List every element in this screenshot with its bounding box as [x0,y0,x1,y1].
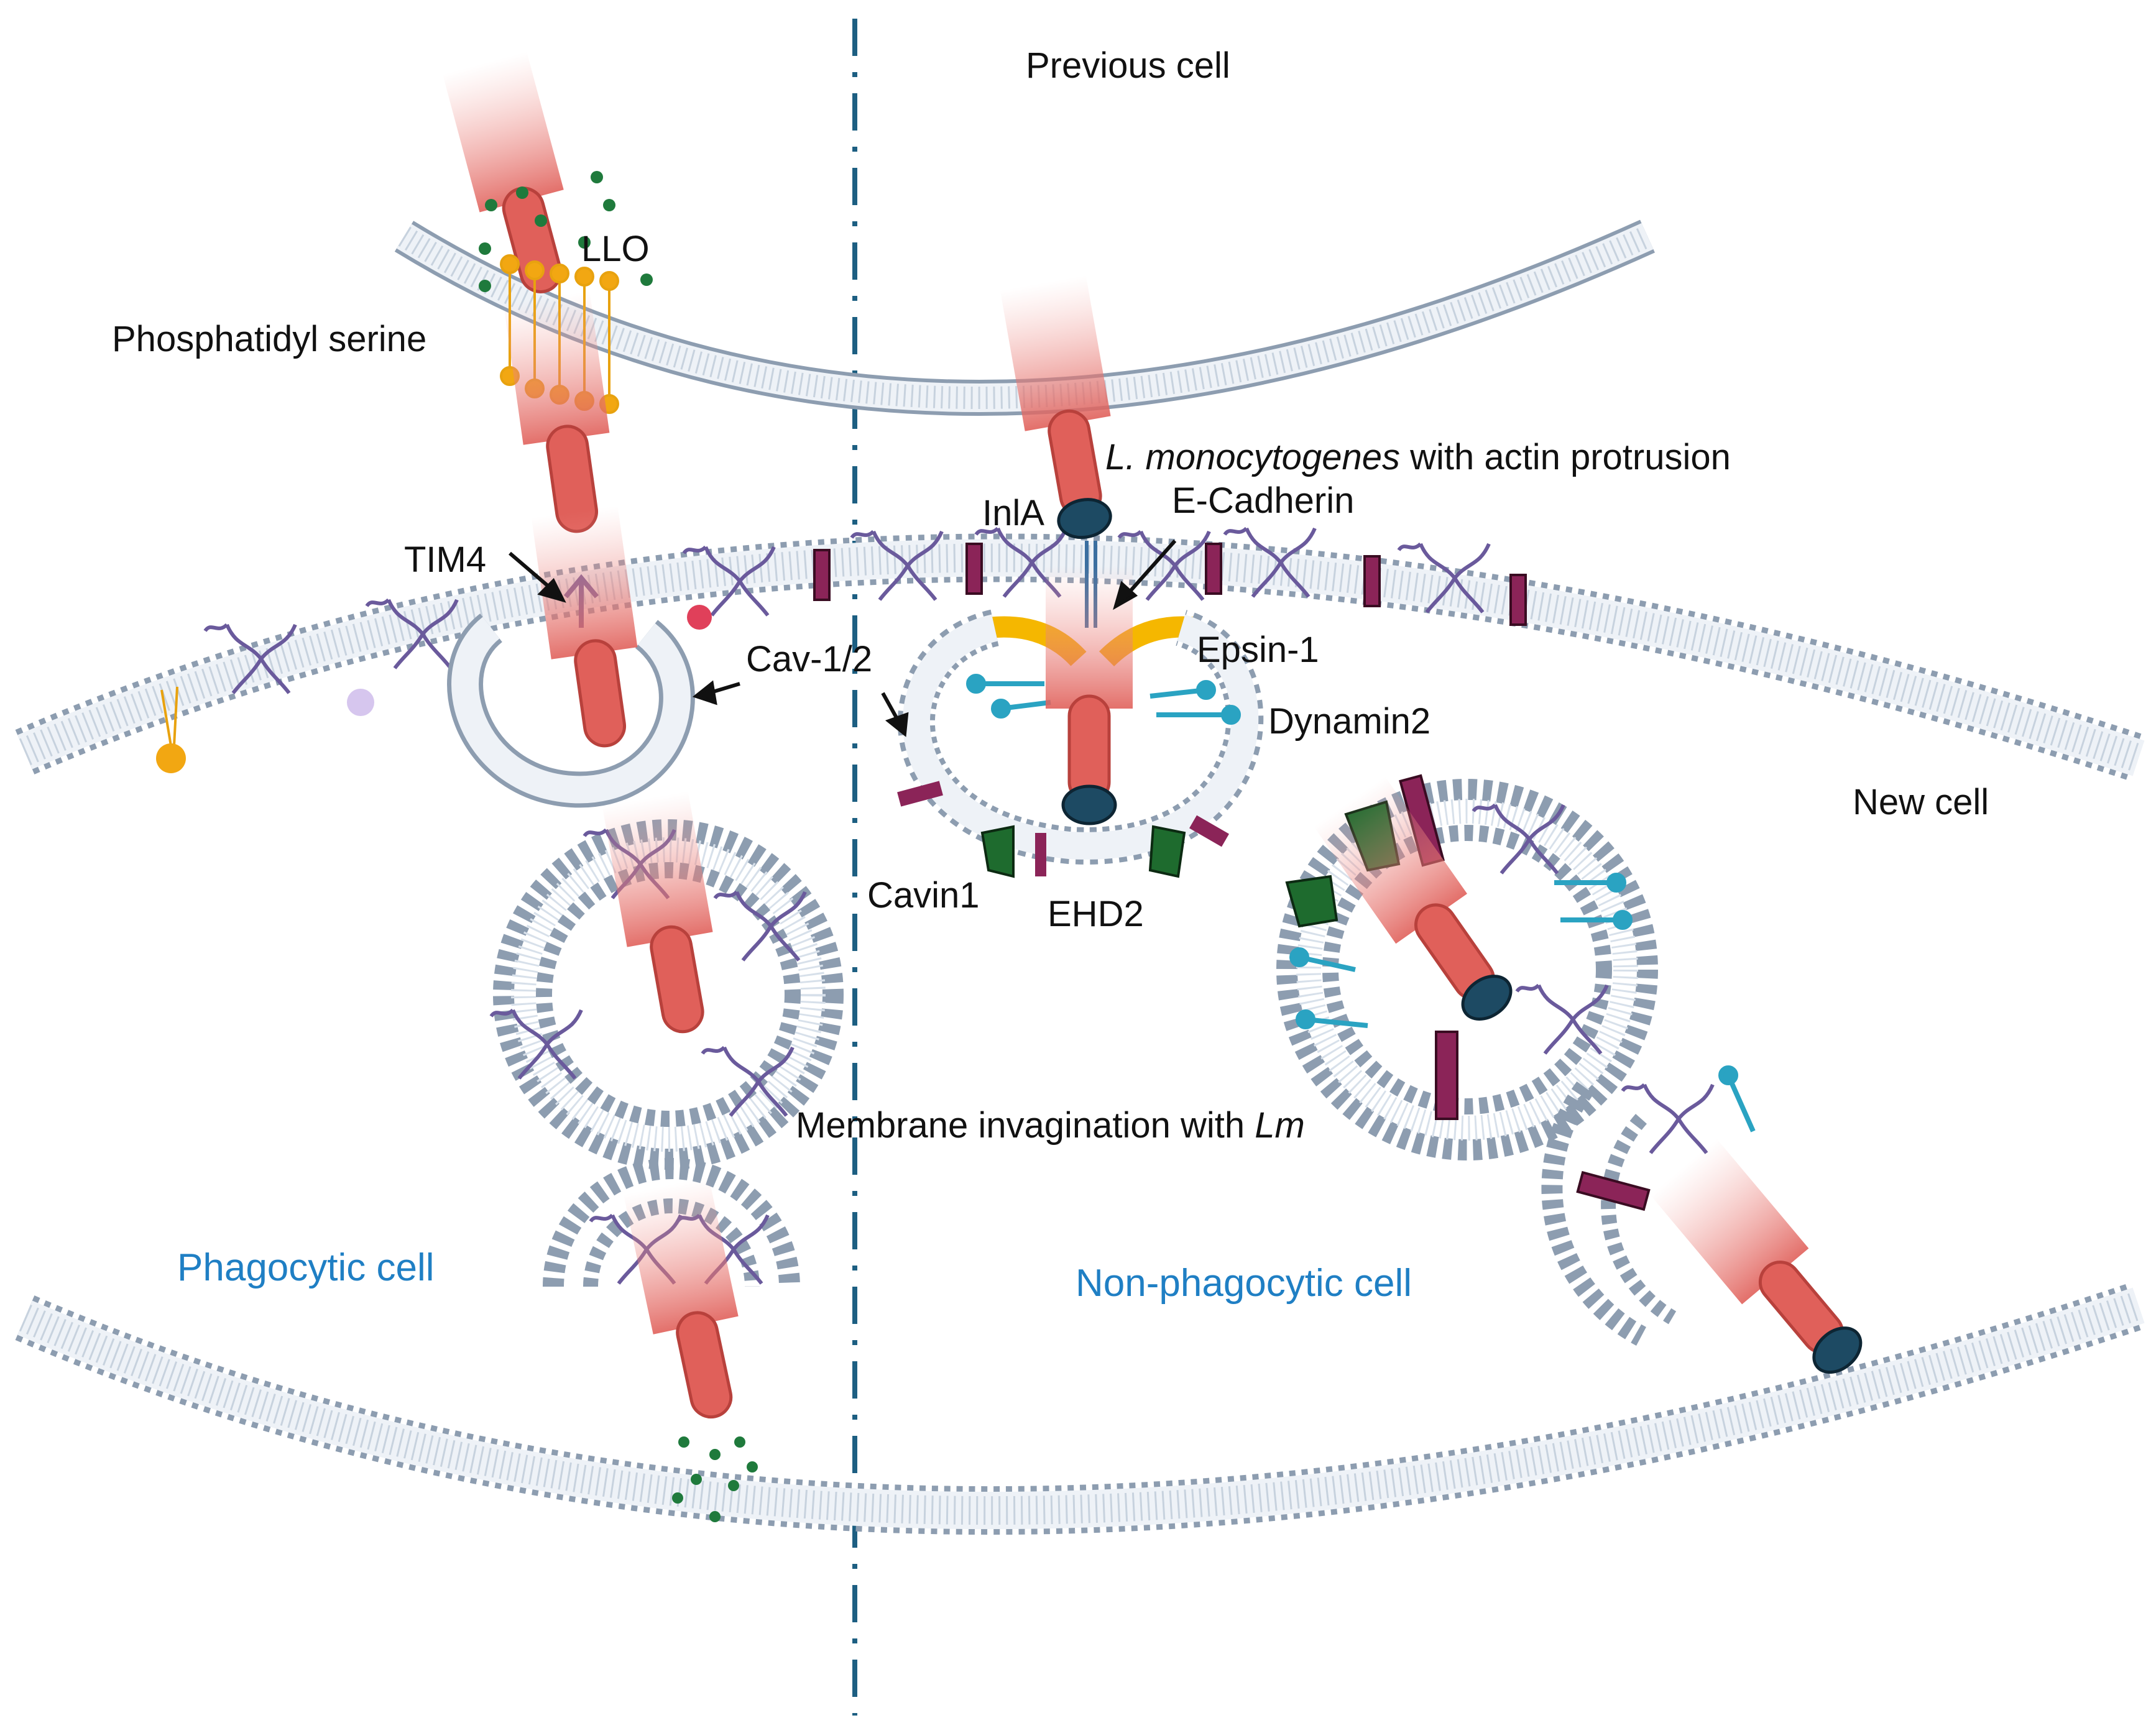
label-new-cell: New cell [1853,782,1989,822]
label-phosphatidyl-serine: Phosphatidyl serine [112,319,426,359]
dynamin-dimers [966,674,1241,725]
label-inla: InlA [982,493,1044,533]
label-e-cadherin: E-Cadherin [1172,480,1354,521]
red-dot [687,605,712,630]
non-phagocytic-invagination [898,609,1264,865]
new-cell-membrane [15,533,2147,782]
label-ehd2: EHD2 [1048,894,1144,934]
label-lm-protrusion: L. monocytogenes with actin protrusion [1105,437,1731,477]
phagocytic-invagination [447,613,695,808]
non-phagocytic-vesicle [1276,774,1658,1160]
llo-dots [479,171,653,292]
label-llo: LLO [581,229,650,269]
label-epsin: Epsin-1 [1197,630,1319,670]
label-cav: Cav-1/2 [746,639,872,679]
invaginating-bacterium [532,505,651,751]
label-invagination: Membrane invagination with Lm [796,1105,1305,1146]
label-arrows [509,540,1177,737]
bottom-membrane [15,1282,2147,1535]
escaping-bacterium-left [624,1177,758,1426]
escaping-bacterium-right [1650,1139,1882,1392]
vesicle-bacterium [602,791,729,1039]
escape-dots [672,1436,758,1522]
cavin-ehd2-markers [897,781,1229,878]
label-dynamin: Dynamin2 [1268,701,1430,742]
left-lipid-orange [156,686,186,773]
label-tim4: TIM4 [404,540,486,580]
label-previous-cell: Previous cell [1026,45,1230,86]
label-non-phagocytic-cell: Non-phagocytic cell [1076,1262,1412,1305]
half-vesicle-right [1541,1065,1756,1346]
left-lipid-lilac [347,689,374,716]
label-cavin: Cavin1 [867,875,980,916]
cav-markers [813,543,1527,626]
label-phagocytic-cell: Phagocytic cell [177,1246,435,1289]
